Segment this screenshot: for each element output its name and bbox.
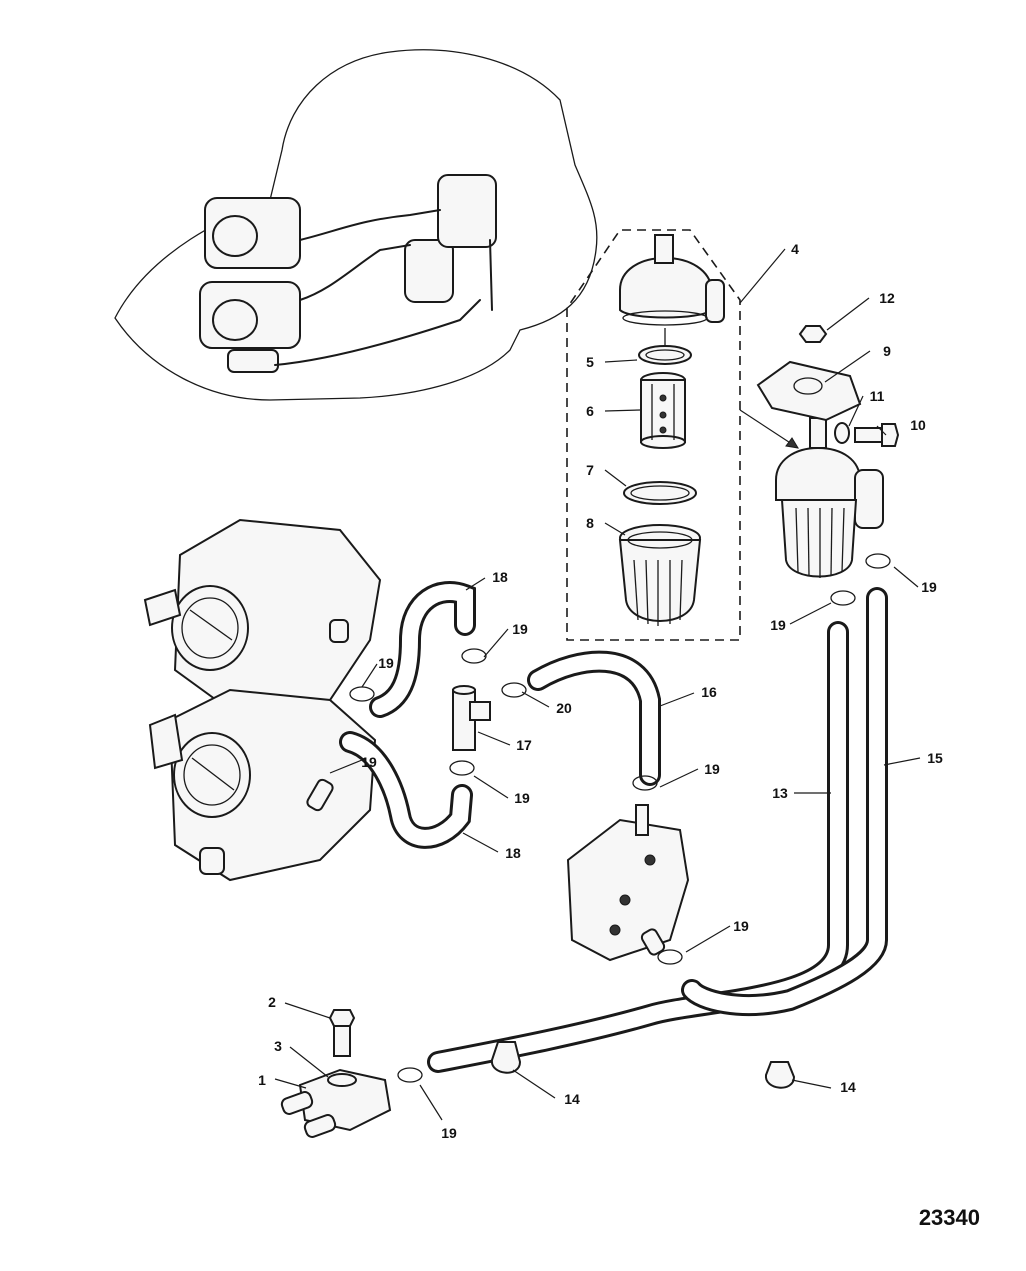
callout-6: 6	[586, 403, 594, 419]
lock-washer	[834, 422, 850, 444]
engine-overview-inset	[114, 49, 598, 401]
callout-19-e: 19	[704, 761, 720, 777]
figure-number: 23340	[919, 1205, 980, 1230]
fuel-filter-assembled	[775, 417, 884, 578]
callout-14-right: 14	[840, 1079, 856, 1095]
fuel-connector	[280, 1068, 392, 1138]
leader-lines	[274, 248, 921, 1121]
callout-5: 5	[586, 354, 594, 370]
inset-fuel-pump	[404, 239, 454, 303]
filter-bowl	[618, 524, 702, 626]
callout-16: 16	[701, 684, 717, 700]
hose-clamp-right	[765, 1061, 796, 1089]
callout-19-c: 19	[361, 754, 377, 770]
inset-carburetors	[199, 197, 301, 373]
callout-10: 10	[910, 417, 926, 433]
hex-nut	[798, 325, 828, 343]
callout-18-lower: 18	[505, 845, 521, 861]
flat-washer	[327, 1073, 357, 1087]
hose-clips	[349, 553, 891, 1083]
hose-clamp-left	[491, 1041, 522, 1074]
callout-8: 8	[586, 515, 594, 531]
callout-17: 17	[516, 737, 532, 753]
callout-18-upper: 18	[492, 569, 508, 585]
mounting-bolt	[854, 423, 900, 447]
callout-1: 1	[258, 1072, 266, 1088]
callout-19-g: 19	[441, 1125, 457, 1141]
callout-13: 13	[772, 785, 788, 801]
callout-2: 2	[268, 994, 276, 1010]
tee-fitting	[452, 685, 491, 751]
callout-19-a: 19	[512, 621, 528, 637]
callout-4: 4	[791, 241, 799, 257]
fuel-filter-exploded-view	[618, 234, 725, 626]
callout-19-f: 19	[733, 918, 749, 934]
callout-19-d: 19	[514, 790, 530, 806]
carburetor-assembly	[143, 518, 382, 882]
fuel-pump	[566, 804, 690, 962]
filter-assembly-boundary	[566, 229, 741, 641]
o-ring-small	[638, 345, 692, 365]
callout-12: 12	[879, 290, 895, 306]
callout-20: 20	[556, 700, 572, 716]
callout-labels: 1 2 3 4 5 6 7 8 9 10 11 12 13 14 14 15 1…	[258, 241, 943, 1141]
callout-19-h: 19	[770, 617, 786, 633]
o-ring-large	[623, 481, 697, 505]
screw	[328, 1009, 356, 1057]
callout-19-i: 19	[921, 579, 937, 595]
callout-9: 9	[883, 343, 891, 359]
filter-cap	[619, 256, 713, 319]
callout-15: 15	[927, 750, 943, 766]
callout-7: 7	[586, 462, 594, 478]
inset-fuel-filter	[437, 174, 497, 248]
hoses	[339, 581, 888, 1073]
callout-3: 3	[274, 1038, 282, 1054]
filter-element	[640, 372, 686, 449]
filter-mounting-bracket	[756, 360, 862, 422]
callout-14-left: 14	[564, 1091, 580, 1107]
callout-11: 11	[870, 388, 885, 404]
callout-19-b: 19	[378, 655, 394, 671]
